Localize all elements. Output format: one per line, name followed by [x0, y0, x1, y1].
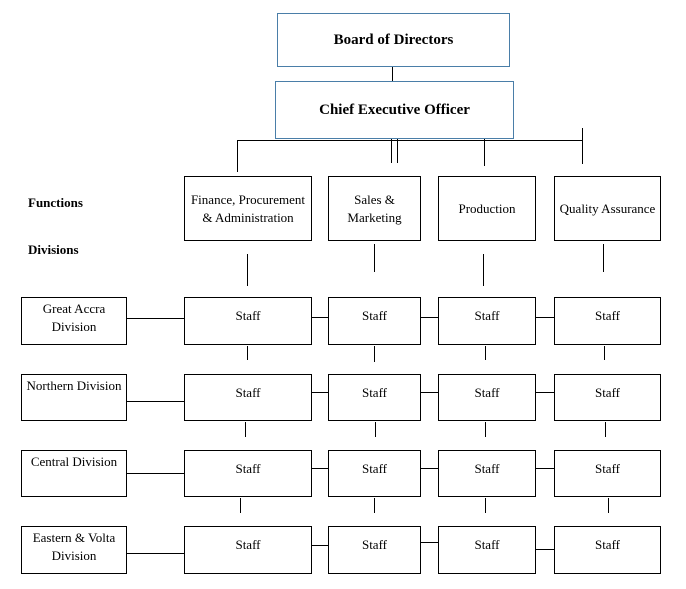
row1-link-3: [535, 317, 554, 319]
staff-label: Staff: [594, 537, 621, 552]
row1-link-2: [421, 317, 438, 319]
divisions-label: Divisions: [28, 242, 79, 257]
function-sales-label: Sales & Marketing: [347, 191, 402, 225]
division-northern-label: Northern Division: [26, 378, 122, 393]
staff-label: Staff: [235, 537, 261, 552]
staff-box-accra-sales: Staff: [328, 297, 421, 345]
staff-box-eastern-sales: Staff: [328, 526, 421, 574]
row1-drop-3: [485, 346, 487, 360]
branch-sales-line-b: [397, 118, 399, 163]
staff-box-northern-finance: Staff: [184, 374, 312, 421]
function-quality-label: Quality Assurance: [559, 200, 656, 216]
row4-division-line: [127, 553, 184, 555]
row2-link-3: [535, 392, 554, 394]
row3-drop-4: [608, 498, 610, 513]
row2-drop-2: [375, 422, 377, 437]
staff-label: Staff: [361, 385, 388, 400]
function-finance-box: Finance, Procurement & Administration: [184, 176, 312, 241]
production-stub-line: [483, 254, 485, 286]
staff-box-eastern-finance: Staff: [184, 526, 312, 574]
division-northern-box: Northern Division: [21, 374, 127, 421]
row3-drop-2: [374, 498, 376, 513]
staff-label: Staff: [474, 461, 500, 476]
function-quality-box: Quality Assurance: [554, 176, 661, 241]
row1-drop-4: [604, 346, 606, 360]
row4-link-3: [535, 549, 554, 551]
board-of-directors-box: Board of Directors: [277, 13, 510, 67]
staff-label: Staff: [474, 308, 500, 323]
staff-box-accra-finance: Staff: [184, 297, 312, 345]
row3-division-line: [127, 473, 184, 475]
finance-stub-line: [247, 254, 249, 286]
staff-box-accra-quality: Staff: [554, 297, 661, 345]
row2-drop-4: [605, 422, 607, 437]
staff-label: Staff: [361, 537, 388, 552]
staff-box-northern-sales: Staff: [328, 374, 421, 421]
division-great-accra-box: Great Accra Division: [21, 297, 127, 345]
staff-label: Staff: [474, 385, 500, 400]
staff-box-central-sales: Staff: [328, 450, 421, 497]
ceo-box: Chief Executive Officer: [275, 81, 514, 139]
staff-box-accra-production: Staff: [438, 297, 536, 345]
function-finance-label: Finance, Procurement & Administration: [190, 191, 306, 225]
quality-stub-line: [603, 244, 605, 272]
staff-label: Staff: [361, 308, 388, 323]
functions-label: Functions: [28, 195, 83, 210]
staff-box-northern-quality: Staff: [554, 374, 661, 421]
staff-box-central-quality: Staff: [554, 450, 661, 497]
sales-stub-line: [374, 244, 376, 272]
function-production-box: Production: [438, 176, 536, 241]
row4-link-1: [312, 545, 328, 547]
row2-division-line: [127, 401, 184, 403]
branch-quality-line: [582, 128, 584, 164]
division-great-accra-label: Great Accra Division: [42, 301, 106, 334]
row1-drop-2: [374, 346, 376, 362]
division-eastern-volta-label: Eastern & Volta Division: [32, 530, 116, 563]
division-central-label: Central Division: [30, 454, 118, 469]
ceo-title: Chief Executive Officer: [319, 101, 470, 118]
row2-link-2: [421, 392, 438, 394]
function-sales-box: Sales & Marketing: [328, 176, 421, 241]
row3-link-2: [421, 468, 438, 470]
row3-link-1: [312, 468, 328, 470]
staff-label: Staff: [235, 385, 261, 400]
division-central-box: Central Division: [21, 450, 127, 497]
staff-label: Staff: [594, 385, 621, 400]
row2-drop-3: [485, 422, 487, 437]
ceo-branch-line: [237, 140, 583, 142]
branch-production-line: [484, 130, 486, 166]
staff-label: Staff: [361, 461, 388, 476]
row3-drop-1: [240, 498, 242, 513]
staff-box-eastern-quality: Staff: [554, 526, 661, 574]
staff-box-central-production: Staff: [438, 450, 536, 497]
staff-box-northern-production: Staff: [438, 374, 536, 421]
row3-drop-3: [485, 498, 487, 513]
staff-label: Staff: [594, 461, 621, 476]
branch-finance-line: [237, 140, 239, 172]
row1-drop-1: [247, 346, 249, 360]
division-eastern-volta-box: Eastern & Volta Division: [21, 526, 127, 574]
row2-link-1: [312, 392, 328, 394]
board-to-ceo-line: [392, 59, 394, 89]
staff-box-central-finance: Staff: [184, 450, 312, 497]
staff-label: Staff: [235, 308, 261, 323]
row4-link-2: [421, 542, 438, 544]
board-title: Board of Directors: [333, 31, 454, 48]
row3-link-3: [535, 468, 554, 470]
row2-drop-1: [245, 422, 247, 437]
staff-label: Staff: [594, 308, 621, 323]
staff-label: Staff: [474, 537, 500, 552]
row1-division-line: [127, 318, 184, 320]
function-production-label: Production: [458, 200, 516, 216]
row1-link-1: [312, 317, 328, 319]
branch-sales-line-a: [391, 118, 393, 163]
staff-box-eastern-production: Staff: [438, 526, 536, 574]
staff-label: Staff: [235, 461, 261, 476]
